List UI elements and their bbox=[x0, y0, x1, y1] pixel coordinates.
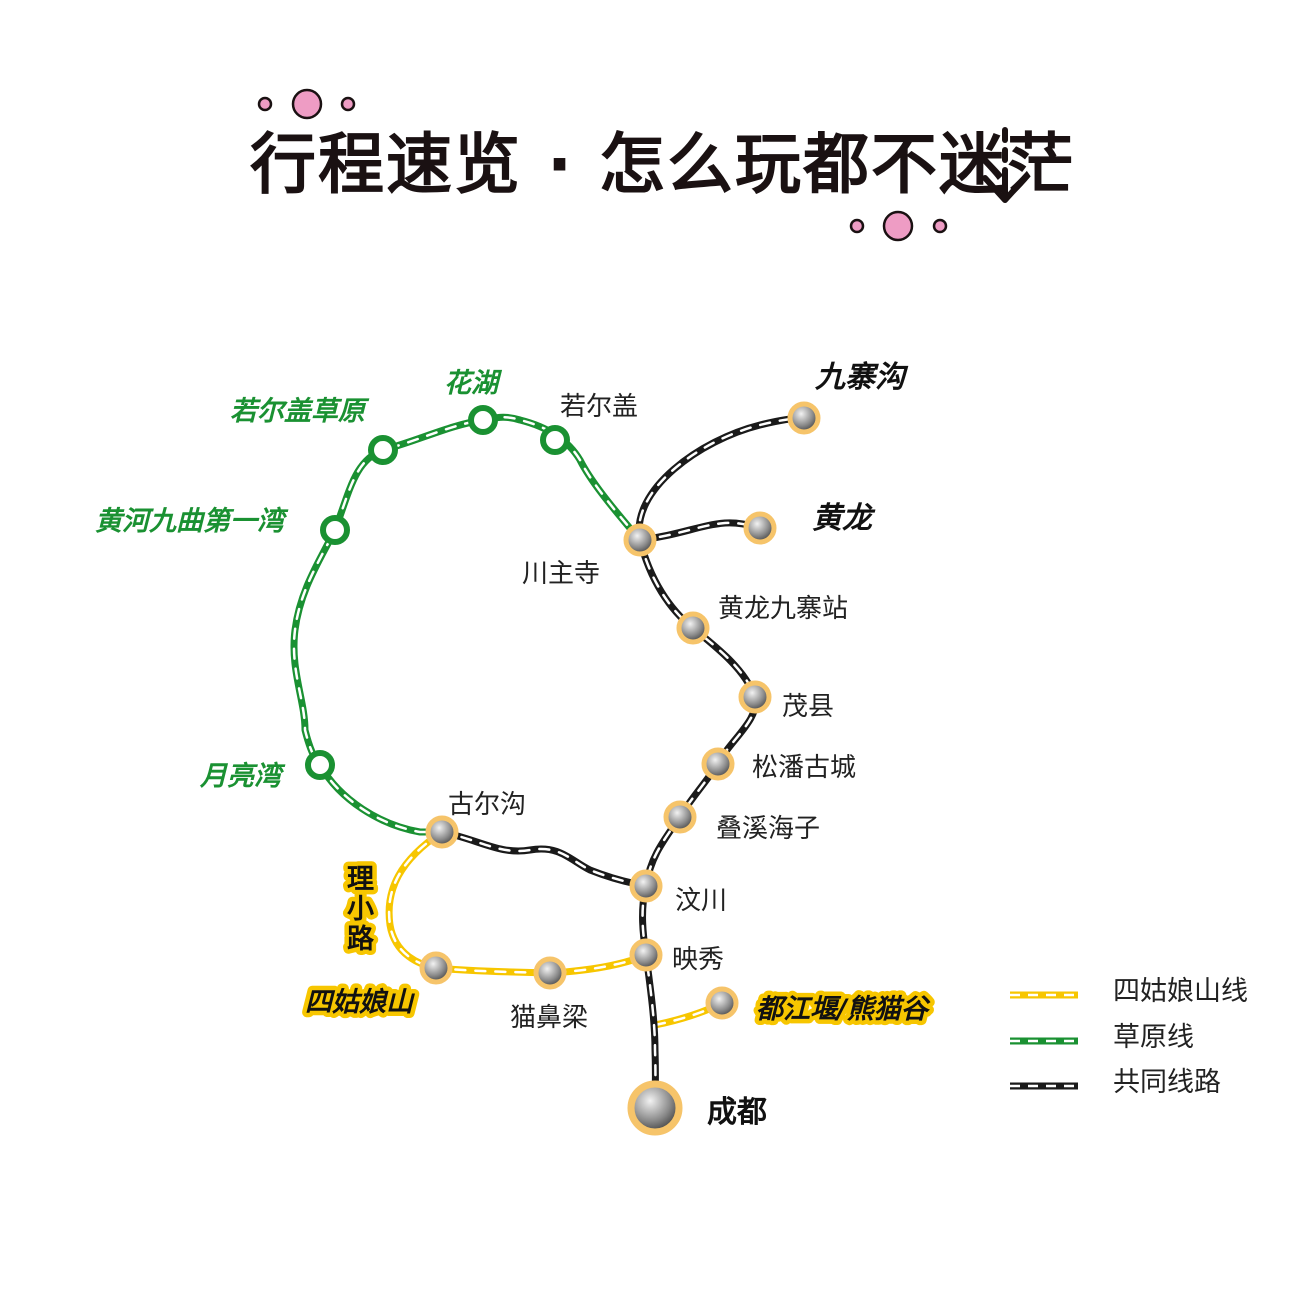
grassland-route bbox=[290, 413, 644, 836]
label-chengdu: 成都 bbox=[707, 1095, 767, 1130]
label-maobiliang: 猫鼻梁 bbox=[510, 1003, 588, 1033]
svg-text:路: 路 bbox=[347, 923, 375, 955]
deco-dot-small bbox=[340, 96, 356, 112]
station-yueliangwan bbox=[305, 750, 335, 780]
station-maoxian bbox=[738, 680, 772, 714]
label-diexi: 叠溪海子 bbox=[716, 814, 820, 844]
label-yingxiu: 映秀 bbox=[672, 945, 724, 975]
station-siguniangshan bbox=[419, 951, 453, 985]
label-huahu: 花湖 bbox=[444, 368, 503, 399]
label-siguniangshan: 四姑娘山 bbox=[305, 987, 415, 1018]
label-huanglong-jiuzhai: 黄龙九寨站 bbox=[718, 594, 848, 624]
station-ruoergai bbox=[540, 425, 570, 455]
label-yueliangwan: 月亮湾 bbox=[199, 761, 286, 792]
label-dujiangyan: 都江堰/熊猫谷 bbox=[756, 994, 931, 1025]
station-ruoergai-grassland bbox=[368, 435, 398, 465]
station-wenchuan bbox=[629, 869, 663, 903]
label-gu-er-gou: 古尔沟 bbox=[448, 790, 526, 820]
station-songpan bbox=[701, 747, 735, 781]
station-maobiliang bbox=[533, 956, 567, 990]
station-labels: 九寨沟 黄龙 若尔盖 川主寺 黄龙九寨站 茂县 松潘古城 叠溪海子 汶川 映秀 … bbox=[93, 360, 936, 1130]
decorative-dots bbox=[257, 88, 948, 242]
station-huanghe-bend bbox=[320, 515, 350, 545]
station-yingxiu bbox=[629, 938, 663, 972]
deco-dot-small bbox=[257, 96, 273, 112]
label-huanglong: 黄龙 bbox=[812, 501, 876, 536]
label-songpan: 松潘古城 bbox=[752, 753, 856, 783]
deco-dot-large bbox=[291, 88, 323, 120]
label-wenchuan: 汶川 bbox=[675, 886, 727, 916]
label-maoxian: 茂县 bbox=[782, 692, 834, 722]
station-chuanzhusi bbox=[623, 523, 657, 557]
station-huanglong bbox=[743, 511, 777, 545]
station-diexi bbox=[663, 800, 697, 834]
label-ruoergai-grassland: 若尔盖草原 bbox=[230, 396, 370, 427]
legend: 四姑娘山线 草原线 共同线路 bbox=[1010, 976, 1248, 1098]
main-stations bbox=[419, 401, 821, 1136]
label-li-xiao-lu: 理 小 路 bbox=[343, 860, 380, 960]
label-jiuzhaigou: 九寨沟 bbox=[814, 360, 909, 395]
deco-dot-large bbox=[882, 210, 914, 242]
deco-dot-small bbox=[849, 218, 865, 234]
legend-item-grassland: 草原线 bbox=[1010, 1022, 1194, 1053]
svg-text:理: 理 bbox=[347, 864, 374, 895]
page-title: 行程速览 · 怎么玩都不迷茫 bbox=[250, 126, 1076, 203]
legend-item-shared: 共同线路 bbox=[1010, 1067, 1221, 1098]
legend-label-grassland: 草原线 bbox=[1113, 1022, 1194, 1053]
station-dujiangyan bbox=[705, 986, 739, 1020]
arrow-down-icon bbox=[982, 127, 1028, 203]
grassland-stations bbox=[305, 405, 570, 780]
station-gu-er-gou bbox=[425, 815, 459, 849]
deco-dot-small bbox=[932, 218, 948, 234]
siguniang-route bbox=[385, 828, 726, 1029]
legend-item-siguniang: 四姑娘山线 bbox=[1010, 976, 1248, 1007]
label-ruoergai: 若尔盖 bbox=[560, 392, 638, 422]
legend-label-siguniang: 四姑娘山线 bbox=[1113, 976, 1248, 1007]
station-huanglong-jiuzhai bbox=[676, 611, 710, 645]
label-huanghe-bend: 黄河九曲第一湾 bbox=[95, 506, 289, 537]
legend-label-shared: 共同线路 bbox=[1113, 1067, 1221, 1098]
svg-text:小: 小 bbox=[347, 894, 374, 925]
station-jiuzhaigou bbox=[787, 401, 821, 435]
station-chengdu bbox=[627, 1080, 683, 1136]
station-huahu bbox=[468, 405, 498, 435]
label-chuanzhusi: 川主寺 bbox=[522, 559, 600, 589]
